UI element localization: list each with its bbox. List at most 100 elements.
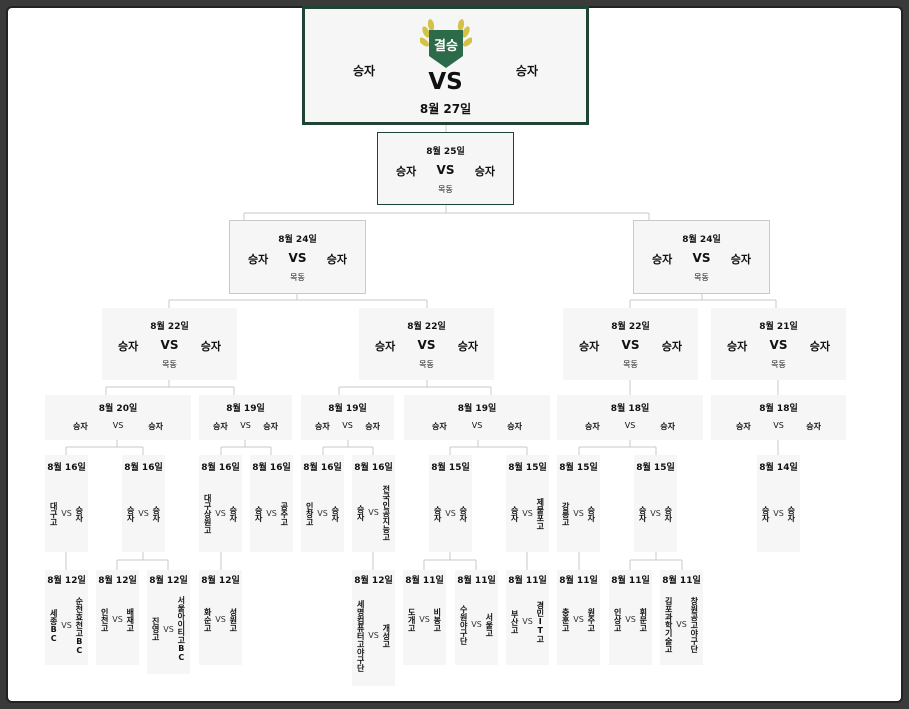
team2-label: 순천효천고BC [74, 596, 84, 655]
round32-match-card[interactable]: 8월 18일 승자 VS 승자 [711, 395, 846, 440]
team2-label: 승자 [507, 422, 522, 431]
team2-label: 창원공고야구단 [689, 596, 699, 653]
round128-match-card[interactable]: 8월 11일 도개고 VS 비봉고 [403, 570, 446, 665]
team2-label: 승자 [148, 422, 163, 431]
vs-label: VS [522, 509, 533, 518]
venue-label: 목동 [162, 360, 177, 369]
semi-date: 8월 25일 [426, 147, 465, 157]
team1-label: 승자 [727, 340, 748, 353]
team1-label: 대구상원고 [203, 493, 213, 534]
round128-match-card[interactable]: 8월 11일 인상고 VS 휘문고 [609, 570, 652, 665]
round128-match-card[interactable]: 8월 12일 화순고 VS 성원고 [199, 570, 242, 665]
quarter-match-card[interactable]: 8월 24일 승자 VS 승자 목동 [229, 220, 366, 294]
team1-label: 인상고 [613, 607, 623, 632]
match-date: 8월 22일 [407, 322, 446, 332]
round64-match-card[interactable]: 8월 15일 강릉고 VS 승자 [557, 455, 600, 552]
laurel-badge-icon: 결승 [420, 19, 472, 68]
vs-label: VS [625, 615, 636, 624]
semi-match-card[interactable]: 8월 25일 승자 VS 승자 목동 [377, 132, 514, 205]
vs-label: VS [419, 615, 430, 624]
round64-match-card[interactable]: 8월 15일 승자 VS 제물포고 [506, 455, 549, 552]
venue-label: 목동 [290, 273, 305, 282]
vs-label: VS [471, 421, 483, 430]
vs-label: VS [288, 251, 307, 265]
team2-label: 배재고 [125, 607, 135, 632]
vs-label: VS [773, 509, 784, 518]
match-date: 8월 15일 [636, 463, 675, 473]
round64-match-card[interactable]: 8월 16일 대구고 VS 승자 [45, 455, 88, 552]
team1-label: 승자 [315, 422, 330, 431]
match-date: 8월 12일 [201, 576, 240, 586]
vs-label: VS [650, 509, 661, 518]
round64-match-card[interactable]: 8월 15일 승자 VS 승자 [429, 455, 472, 552]
round128-match-card[interactable]: 8월 11일 김포과학기술고 VS 창원공고야구단 [660, 570, 703, 665]
round128-match-card[interactable]: 8월 12일 진영고 VS 서울아이티고BC [147, 570, 190, 674]
round128-match-card[interactable]: 8월 11일 충훈고 VS 원주고 [557, 570, 600, 665]
match-date: 8월 16일 [354, 463, 393, 473]
quarter-match-card[interactable]: 8월 24일 승자 VS 승자 목동 [633, 220, 770, 294]
round16-match-card[interactable]: 8월 22일 승자 VS 승자 목동 [102, 308, 237, 380]
round128-match-card[interactable]: 8월 12일 인천고 VS 배재고 [96, 570, 139, 665]
team2-label: 경민IT고 [535, 600, 545, 643]
team1-label: 승자 [736, 422, 751, 431]
team2-label: 승자 [200, 340, 221, 353]
vs-label: VS [342, 421, 353, 430]
final-team1: 승자 [353, 64, 376, 78]
team2-label: 승자 [326, 253, 347, 266]
round64-match-card[interactable]: 8월 15일 승자 VS 승자 [634, 455, 677, 552]
team2-label: 승자 [806, 422, 821, 431]
round64-match-card[interactable]: 8월 16일 승자 VS 승자 [122, 455, 165, 552]
round128-match-card[interactable]: 8월 12일 세종BC VS 순천효천고BC [45, 570, 88, 665]
vs-label: VS [445, 509, 456, 518]
round64-match-card[interactable]: 8월 14일 승자 VS 승자 [757, 455, 800, 552]
vs-label: VS [112, 421, 124, 430]
round16-match-card[interactable]: 8월 22일 승자 VS 승자 목동 [359, 308, 494, 380]
match-date: 8월 24일 [278, 235, 317, 245]
team1-label: 승자 [638, 505, 648, 522]
match-date: 8월 19일 [457, 404, 497, 414]
match-date: 8월 18일 [610, 404, 650, 414]
match-date: 8월 14일 [759, 463, 798, 473]
vs-label: VS [317, 509, 328, 518]
round16-match-card[interactable]: 8월 21일 승자 VS 승자 목동 [711, 308, 846, 380]
team1-label: 승자 [356, 504, 366, 521]
team2-label: 제물포고 [535, 497, 545, 530]
team1-label: 도개고 [407, 607, 417, 632]
round32-match-card[interactable]: 8월 19일 승자 VS 승자 [404, 395, 550, 440]
vs-label: VS [240, 421, 251, 430]
match-date: 8월 12일 [354, 576, 393, 586]
vs-label: VS [522, 617, 533, 626]
match-date: 8월 19일 [226, 404, 265, 414]
final-date: 8월 27일 [419, 102, 472, 116]
team2-label: 공주고 [279, 501, 289, 526]
round64-match-card[interactable]: 8월 16일 승자 VS 공주고 [250, 455, 293, 552]
round64-match-card[interactable]: 8월 16일 대구상원고 VS 승자 [199, 455, 242, 552]
round64-match-card[interactable]: 8월 16일 인창고 VS 승자 [301, 455, 344, 552]
team2-label: 승자 [330, 505, 340, 522]
team1-label: 승자 [254, 505, 264, 522]
round128-match-card[interactable]: 8월 12일 세명컴퓨터고야구단 VS 개성고 [352, 570, 395, 686]
team1-label: 강릉고 [561, 501, 571, 526]
team1-label: 승자 [432, 422, 447, 431]
match-date: 8월 16일 [201, 463, 240, 473]
round128-match-card[interactable]: 8월 11일 수원야구단 VS 서울고 [455, 570, 498, 665]
round32-match-card[interactable]: 8월 19일 승자 VS 승자 [301, 395, 394, 440]
team1-label: 승자 [761, 505, 771, 522]
round32-match-card[interactable]: 8월 20일 승자 VS 승자 [45, 395, 191, 440]
semi-team2: 승자 [474, 165, 495, 178]
team1-label: 승자 [510, 505, 520, 522]
round128-match-card[interactable]: 8월 11일 부산고 VS 경민IT고 [506, 570, 549, 665]
round16-match-card[interactable]: 8월 22일 승자 VS 승자 목동 [563, 308, 698, 380]
round32-match-card[interactable]: 8월 19일 승자 VS 승자 [199, 395, 292, 440]
team1-label: 승자 [126, 505, 136, 522]
team2-label: 승자 [457, 340, 478, 353]
vs-label: VS [112, 615, 123, 624]
match-date: 8월 24일 [682, 235, 721, 245]
team2-label: 승자 [663, 505, 673, 522]
team2-label: 서울아이티고BC [176, 596, 186, 662]
match-date: 8월 11일 [508, 576, 547, 586]
round64-match-card[interactable]: 8월 16일 승자 VS 전국인공지능고 [352, 455, 395, 552]
round32-match-card[interactable]: 8월 18일 승자 VS 승자 [557, 395, 703, 440]
semi-team1: 승자 [396, 165, 417, 178]
team2-label: 승자 [263, 422, 278, 431]
